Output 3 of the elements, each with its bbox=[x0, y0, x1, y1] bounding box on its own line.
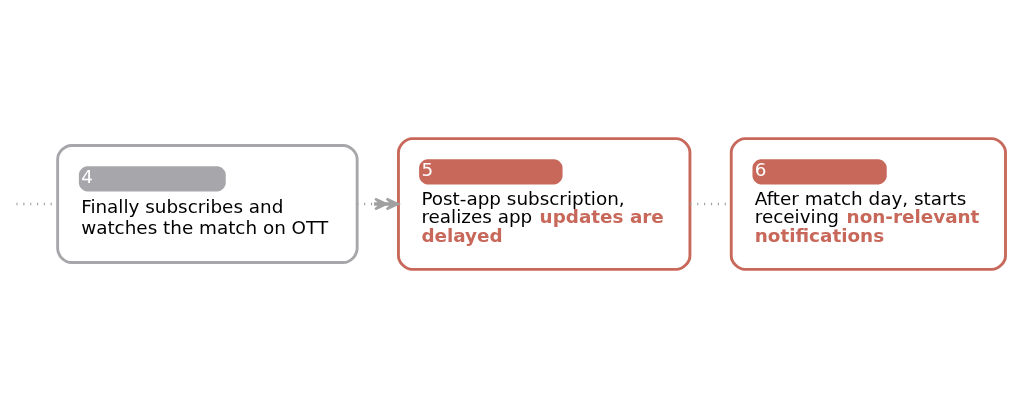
node-box: 5 Post-app subscription, realizes app updates are delayed bbox=[397, 137, 692, 271]
node-box: 6 After match day, starts receiving non-relevant notifications bbox=[729, 137, 1007, 271]
node-box: 4 Finally subscribes and watches the match on OTT bbox=[56, 144, 359, 264]
